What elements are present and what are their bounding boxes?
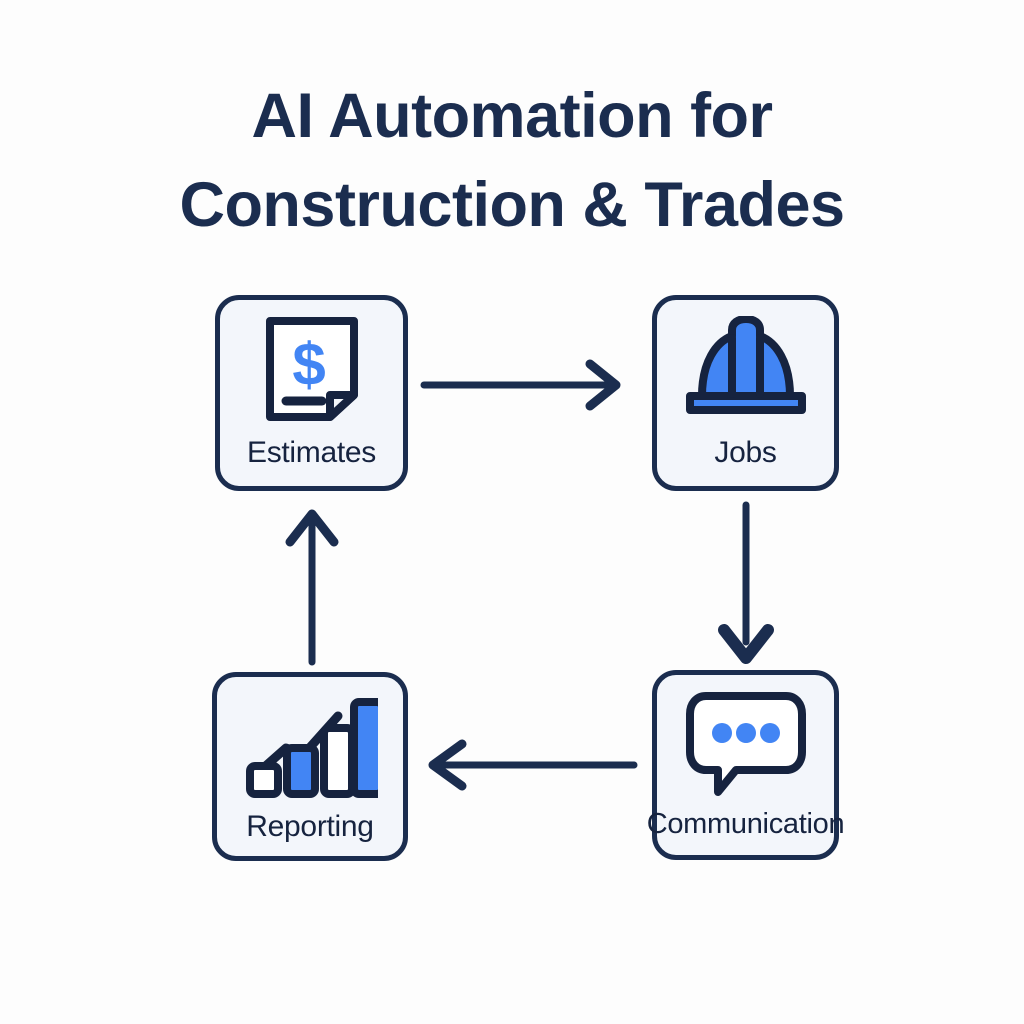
page-title-line-1: AI Automation for [251, 81, 773, 151]
node-card-communication[interactable]: Communication [647, 670, 845, 860]
node-label-jobs: Jobs [714, 436, 777, 469]
arrow-estimates-to-jobs [420, 359, 621, 411]
node-card-estimates[interactable]: $ Estimates [215, 295, 408, 491]
page-title-line-2: Construction & Trades [179, 170, 845, 241]
arrow-jobs-to-communication [718, 501, 774, 664]
node-card-reporting[interactable]: Reporting [212, 672, 408, 861]
arrow-communication-to-reporting [428, 739, 638, 791]
svg-text:$: $ [292, 331, 325, 398]
page-title: AI Automation for Construction & Trades [0, 72, 1024, 251]
node-label-communication: Communication [646, 808, 845, 840]
node-label-estimates: Estimates [246, 436, 376, 469]
bar-chart-trend-icon [217, 691, 403, 801]
node-card-jobs[interactable]: Jobs [652, 295, 839, 491]
document-dollar-icon: $ [220, 314, 403, 424]
hard-hat-icon [657, 314, 834, 424]
node-label-reporting: Reporting [246, 810, 374, 843]
arrow-reporting-to-estimates [285, 509, 339, 666]
speech-bubble-icon [657, 689, 834, 799]
